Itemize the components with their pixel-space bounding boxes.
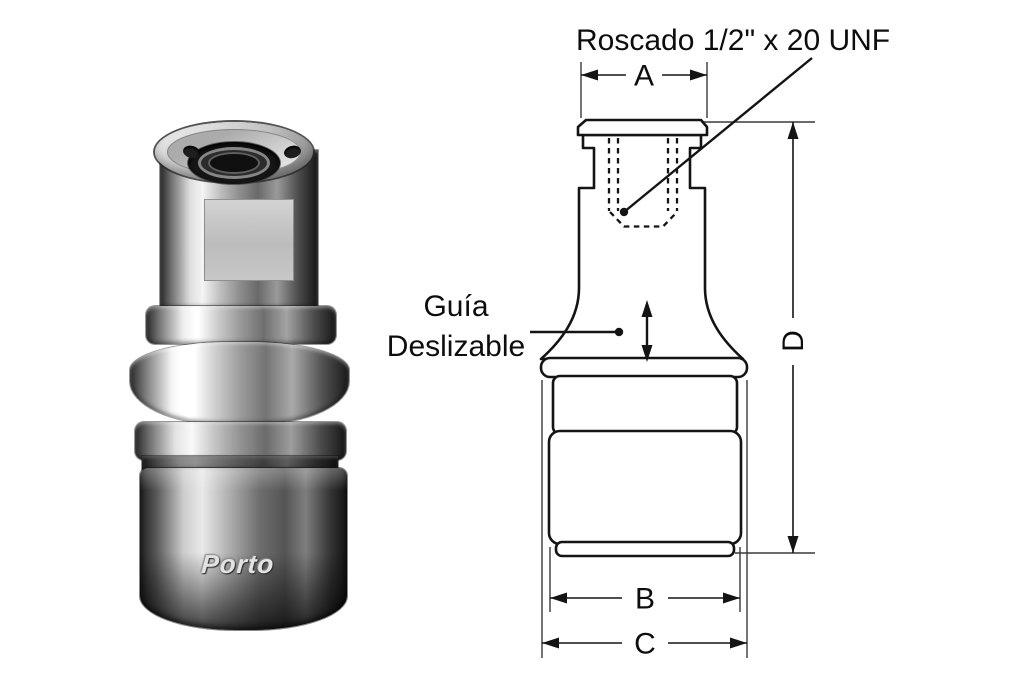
leader-dot — [614, 327, 624, 337]
photo-ridge — [135, 422, 346, 460]
photo-sliding-guide-bell — [130, 342, 349, 424]
photo-wrench-flat — [204, 199, 294, 281]
dim-b-label: B — [635, 583, 655, 616]
dimension-a: A — [581, 60, 707, 93]
technical-drawing: Roscado 1/2" x 20 UNF Guía Deslizable A — [387, 24, 890, 661]
hidden-thread-lines — [607, 138, 679, 228]
drawing-main-body — [547, 429, 743, 546]
drawing-upper-band — [551, 374, 739, 436]
guide-callout-line2: Deslizable — [387, 330, 525, 363]
guide-callout: Guía Deslizable — [387, 290, 653, 363]
drawing-cap — [576, 118, 709, 137]
dimension-d: D — [777, 122, 810, 553]
guide-callout-line1: Guía — [423, 290, 488, 323]
leader-dot — [619, 207, 629, 217]
dim-a-label: A — [634, 60, 654, 93]
drawing-bottom-chamfer — [554, 540, 736, 558]
drawing-flange — [539, 356, 749, 379]
dim-d-label: D — [777, 330, 810, 352]
dimension-c: C — [542, 628, 747, 661]
drawing-stem — [539, 133, 745, 361]
extension-lines — [541, 62, 815, 658]
photo-lower-sleeve — [140, 468, 347, 630]
part-outline — [539, 118, 749, 558]
photo-thread-bore — [208, 152, 260, 174]
photo-collar — [146, 306, 336, 344]
dim-c-label: C — [634, 628, 656, 661]
brand-logo: Porto — [200, 548, 276, 579]
dimension-b: B — [550, 583, 740, 616]
photo-groove — [142, 456, 338, 470]
thread-callout-label: Roscado 1/2" x 20 UNF — [576, 24, 890, 57]
thread-callout: Roscado 1/2" x 20 UNF — [576, 24, 890, 217]
